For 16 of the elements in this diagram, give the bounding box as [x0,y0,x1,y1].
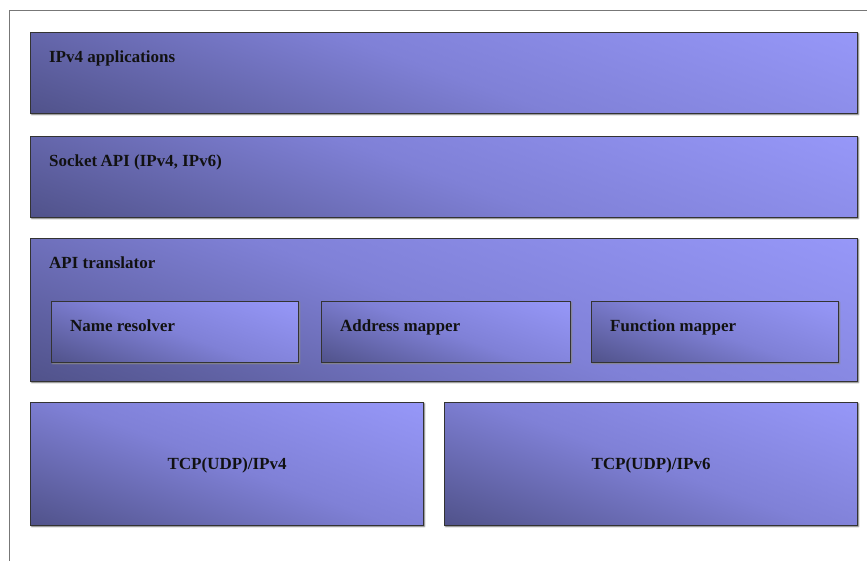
layer-label: TCP(UDP)/IPv4 [166,454,288,474]
protocol-box [444,402,858,526]
layer-label: Address mapper [340,316,460,336]
layer-label: IPv4 applications [49,47,176,67]
component-box [51,301,299,363]
layer-band [30,238,858,382]
component-box [321,301,571,363]
layer-label: Name resolver [70,316,175,336]
layer-label: TCP(UDP)/IPv6 [590,454,712,474]
component-box [591,301,839,363]
layer-label: Socket API (IPv4, IPv6) [49,151,222,171]
layer-label: Function mapper [610,316,736,336]
layer-label: API translator [49,253,156,273]
layer-band [30,32,858,114]
layer-band [30,136,858,218]
protocol-box [30,402,424,526]
